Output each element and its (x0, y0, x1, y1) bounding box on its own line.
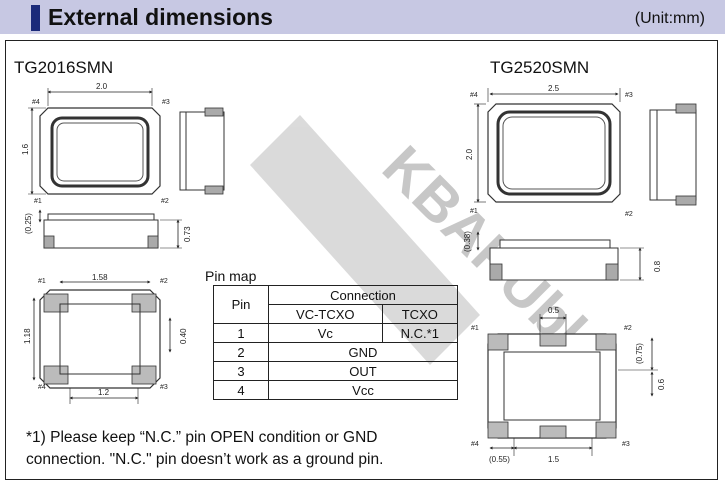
dim-2016-pad-w: 1.58 (92, 273, 108, 282)
pin-label-2016-bot-2: #2 (160, 278, 168, 285)
footnote-line-2: connection. "N.C." pin doesn’t work as a… (26, 451, 384, 468)
pin-label-2520-4: #4 (470, 92, 478, 99)
tcxo-header: TCXO (381, 304, 459, 324)
pin-label-2520-bot-3: #3 (622, 441, 630, 448)
pin-connection: OUT (268, 361, 458, 381)
dim-2016-pad-small: 0.40 (179, 328, 188, 344)
footnote-line-1: *1) Please keep “N.C.” pin OPEN conditio… (26, 429, 378, 446)
header-bar: External dimensions (Unit:mm) (0, 0, 725, 34)
dim-2520-pad-pitch: 1.5 (548, 455, 560, 464)
table-row: VC-TCXO TCXO (214, 304, 459, 324)
pin-label-2016-bot-1: #1 (38, 278, 46, 285)
tg2520-side-view-right (649, 103, 697, 206)
pin-label-2016-4: #4 (32, 99, 40, 106)
pin-label-2016-bot-4: #4 (38, 384, 46, 391)
pin-label-2016-3: #3 (162, 99, 170, 106)
dim-2520-pad-h1: (0.75) (635, 343, 644, 364)
pin-number: 1 (213, 323, 269, 343)
tg2016-pad-view (32, 280, 172, 404)
dim-2520-side-h: (0.38) (463, 231, 472, 252)
tg2016-side-view-right (179, 107, 225, 195)
pinmap-title: Pin map (205, 268, 257, 284)
pin-label-2520-bot-4: #4 (471, 441, 479, 448)
tg2016-top-view (28, 88, 161, 195)
pin-label-2520-bot-1: #1 (471, 325, 479, 332)
pin-label-2016-2: #2 (161, 198, 169, 205)
dim-2016-width: 2.0 (96, 82, 108, 91)
dim-2016-pad-h: 1.18 (23, 328, 32, 344)
pin-header: Pin (213, 285, 269, 324)
tg2520-pad-view (487, 314, 658, 456)
table-row: 3 OUT (213, 361, 458, 381)
pin-number: 2 (213, 342, 269, 362)
pin-label-2520-2: #2 (625, 211, 633, 218)
table-row: Pin Connection (213, 285, 458, 324)
pin-tcxo: N.C.*1 (381, 323, 459, 343)
vc-tcxo-header: VC-TCXO (268, 304, 383, 324)
tg2016-side-view-bottom (38, 209, 182, 249)
pin-label-2520-1: #1 (470, 208, 478, 215)
table-row: 2 GND (213, 342, 458, 362)
pin-label-2016-1: #1 (34, 198, 42, 205)
dim-2520-pad-w: 0.5 (548, 306, 560, 315)
pin-number: 4 (213, 380, 269, 400)
pin-label-2016-bot-3: #3 (160, 384, 168, 391)
pin-connection: Vcc (268, 380, 458, 400)
dim-2520-pad-off: (0.55) (489, 455, 510, 464)
dim-2520-side-t: 0.8 (653, 260, 662, 272)
pin-label-2520-bot-2: #2 (624, 325, 632, 332)
tg2520-side-view-bottom (476, 231, 644, 281)
dim-2520-width: 2.5 (548, 84, 560, 93)
pin-vc-tcxo: Vc (268, 323, 383, 343)
connection-header: Connection (268, 285, 458, 305)
header-marker (31, 5, 40, 31)
model-title-tg2520: TG2520SMN (490, 58, 590, 77)
table-row: 1 Vc N.C.*1 (213, 323, 459, 343)
dim-2016-side-h: (0.25) (24, 213, 33, 234)
dim-2016-height: 1.6 (21, 143, 30, 155)
pin-number: 3 (213, 361, 269, 381)
table-row: 4 Vcc (213, 380, 458, 400)
pin-connection: GND (268, 342, 458, 362)
dim-2520-height: 2.0 (465, 148, 474, 160)
footnote: *1) Please keep “N.C.” pin OPEN conditio… (26, 427, 383, 471)
dim-2016-side-t: 0.73 (183, 226, 192, 242)
pin-label-2520-3: #3 (625, 92, 633, 99)
pinmap-table: Pin Connection VC-TCXO TCXO 1 Vc N.C.*1 … (213, 285, 459, 400)
model-title-tg2016: TG2016SMN (14, 58, 114, 77)
tg2520-top-view (474, 88, 621, 203)
dim-2520-pad-h2: 0.6 (657, 378, 666, 390)
dim-2016-pad-pitch: 1.2 (98, 388, 110, 397)
content-frame (5, 40, 718, 480)
page-title: External dimensions (48, 4, 273, 30)
unit-label: (Unit:mm) (634, 10, 705, 27)
